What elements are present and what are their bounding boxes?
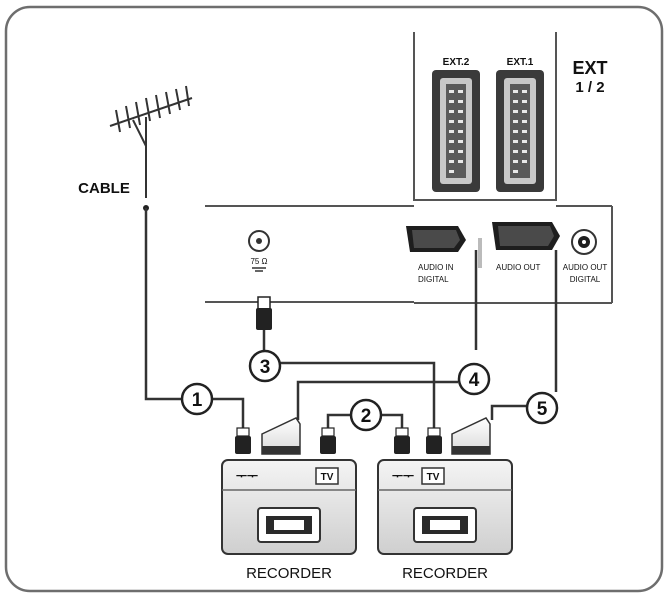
svg-text:2: 2 bbox=[361, 406, 372, 427]
audio-in-label-2: DIGITAL bbox=[418, 275, 449, 284]
recorder-left-output-plug bbox=[320, 427, 336, 454]
audio-out-label-1: AUDIO OUT bbox=[496, 263, 541, 272]
antenna-socket-icon bbox=[248, 230, 270, 252]
recorder-right-input-plug bbox=[394, 427, 410, 454]
audio-out-digital-label-1: AUDIO OUT bbox=[563, 263, 608, 272]
svg-text:4: 4 bbox=[469, 370, 480, 391]
recorder-right-antenna-plug bbox=[426, 427, 442, 454]
cable-label: CABLE bbox=[78, 180, 130, 197]
callout-5: 5 bbox=[525, 391, 559, 425]
recorder-right-antenna-symbol: ᅮᅮ bbox=[392, 469, 414, 483]
ext1-label: EXT.1 bbox=[507, 57, 534, 68]
ext-heading: EXT bbox=[572, 58, 607, 78]
callout-3: 3 bbox=[248, 349, 282, 383]
ext2-scart-socket bbox=[432, 70, 480, 192]
coax-audio-out-socket bbox=[571, 229, 597, 255]
antenna-icon bbox=[109, 85, 193, 198]
svg-text:5: 5 bbox=[537, 399, 548, 420]
ext-heading-sub: 1 / 2 bbox=[575, 79, 604, 96]
audio-in-digital-scart-plug bbox=[406, 226, 482, 268]
audio-in-label-1: AUDIO IN bbox=[418, 263, 454, 272]
antenna-plug bbox=[256, 296, 272, 330]
recorder-left-antenna-plug bbox=[235, 427, 251, 454]
ext1-scart-socket bbox=[496, 70, 544, 192]
recorder-left-tv-label: TV bbox=[321, 472, 334, 483]
audio-out-digital-scart-plug bbox=[492, 222, 560, 250]
svg-text:3: 3 bbox=[260, 357, 271, 378]
recorder-left-antenna-symbol: ᅮᅮ bbox=[236, 469, 258, 483]
ext-connector-housing: EXT.2 EXT.1 bbox=[413, 32, 557, 201]
recorder-left: ᅮᅮ TV bbox=[221, 459, 357, 555]
callout-2: 2 bbox=[349, 398, 383, 432]
recorder-right-tv-label: TV bbox=[427, 472, 440, 483]
svg-text:1: 1 bbox=[192, 390, 203, 411]
recorder-right-label: RECORDER bbox=[402, 565, 488, 582]
recorder-right-scart-plug bbox=[451, 417, 491, 455]
ext2-label: EXT.2 bbox=[443, 57, 470, 68]
callout-4: 4 bbox=[457, 362, 491, 396]
callout-1: 1 bbox=[180, 382, 214, 416]
recorder-left-label: RECORDER bbox=[246, 565, 332, 582]
recorder-right: ᅮᅮ TV bbox=[377, 459, 513, 555]
antenna-port-label: 75 Ω bbox=[250, 257, 267, 266]
tv-back-panel bbox=[205, 205, 613, 304]
audio-out-digital-label-2: DIGITAL bbox=[570, 275, 601, 284]
recorder-left-scart-plug bbox=[261, 417, 301, 455]
